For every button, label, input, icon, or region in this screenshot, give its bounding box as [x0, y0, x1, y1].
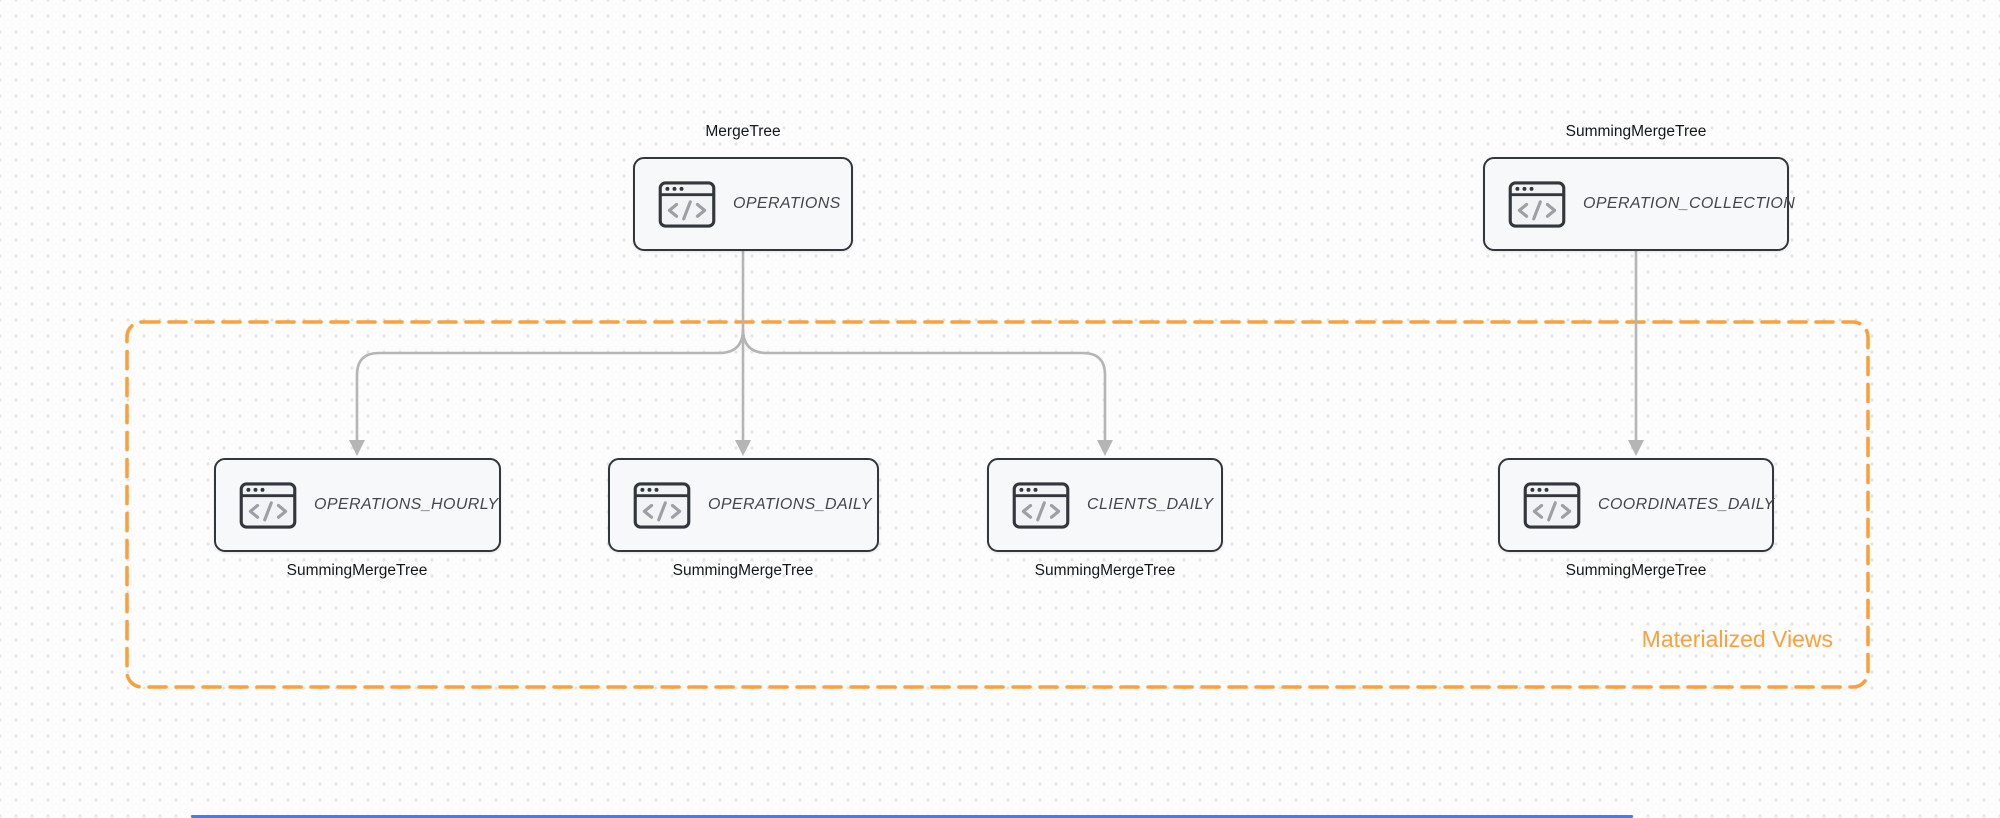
code-window-icon	[1012, 481, 1070, 529]
engine-label-operations-hourly: SummingMergeTree	[286, 562, 428, 579]
code-window-icon	[1523, 481, 1581, 529]
engine-label-clients-daily: SummingMergeTree	[1034, 562, 1176, 579]
edge-operations-to-operations-hourly[interactable]	[355, 328, 745, 441]
code-window-icon	[633, 481, 691, 529]
node-label: OPERATIONS_DAILY	[708, 496, 872, 513]
node-label: COORDINATES_DAILY	[1598, 496, 1775, 513]
node-label: OPERATIONS_HOURLY	[314, 496, 499, 513]
code-window-icon	[658, 180, 716, 228]
node-operations[interactable]: OPERATIONS	[633, 157, 853, 251]
code-window-icon	[1508, 180, 1566, 228]
node-coordinates-daily[interactable]: COORDINATES_DAILY	[1498, 458, 1774, 552]
node-label: CLIENTS_DAILY	[1087, 496, 1214, 513]
arrowhead-operations-daily	[735, 440, 751, 456]
arrowhead-coordinates-daily	[1628, 440, 1644, 456]
engine-label-operations-daily: SummingMergeTree	[672, 562, 814, 579]
materialized-views-group-frame[interactable]	[125, 320, 1870, 689]
node-operation-collection[interactable]: OPERATION_COLLECTION	[1483, 157, 1795, 251]
horizontal-scrollbar[interactable]	[191, 815, 1633, 818]
materialized-views-label: Materialized Views	[1641, 626, 1833, 652]
node-operations-hourly[interactable]: OPERATIONS_HOURLY	[214, 458, 501, 552]
arrowhead-clients-daily	[1097, 440, 1113, 456]
node-clients-daily[interactable]: CLIENTS_DAILY	[987, 458, 1223, 552]
engine-label-coordinates-daily: SummingMergeTree	[1565, 562, 1707, 579]
arrowhead-operations-hourly	[349, 440, 365, 456]
code-window-icon	[239, 481, 297, 529]
engine-label-operation-collection: SummingMergeTree	[1565, 123, 1707, 140]
node-label: OPERATION_COLLECTION	[1583, 195, 1796, 212]
edge-operations-to-clients-daily[interactable]	[741, 328, 1107, 441]
engine-label-operations: MergeTree	[705, 123, 781, 140]
node-label: OPERATIONS	[733, 195, 841, 212]
node-operations-daily[interactable]: OPERATIONS_DAILY	[608, 458, 879, 552]
